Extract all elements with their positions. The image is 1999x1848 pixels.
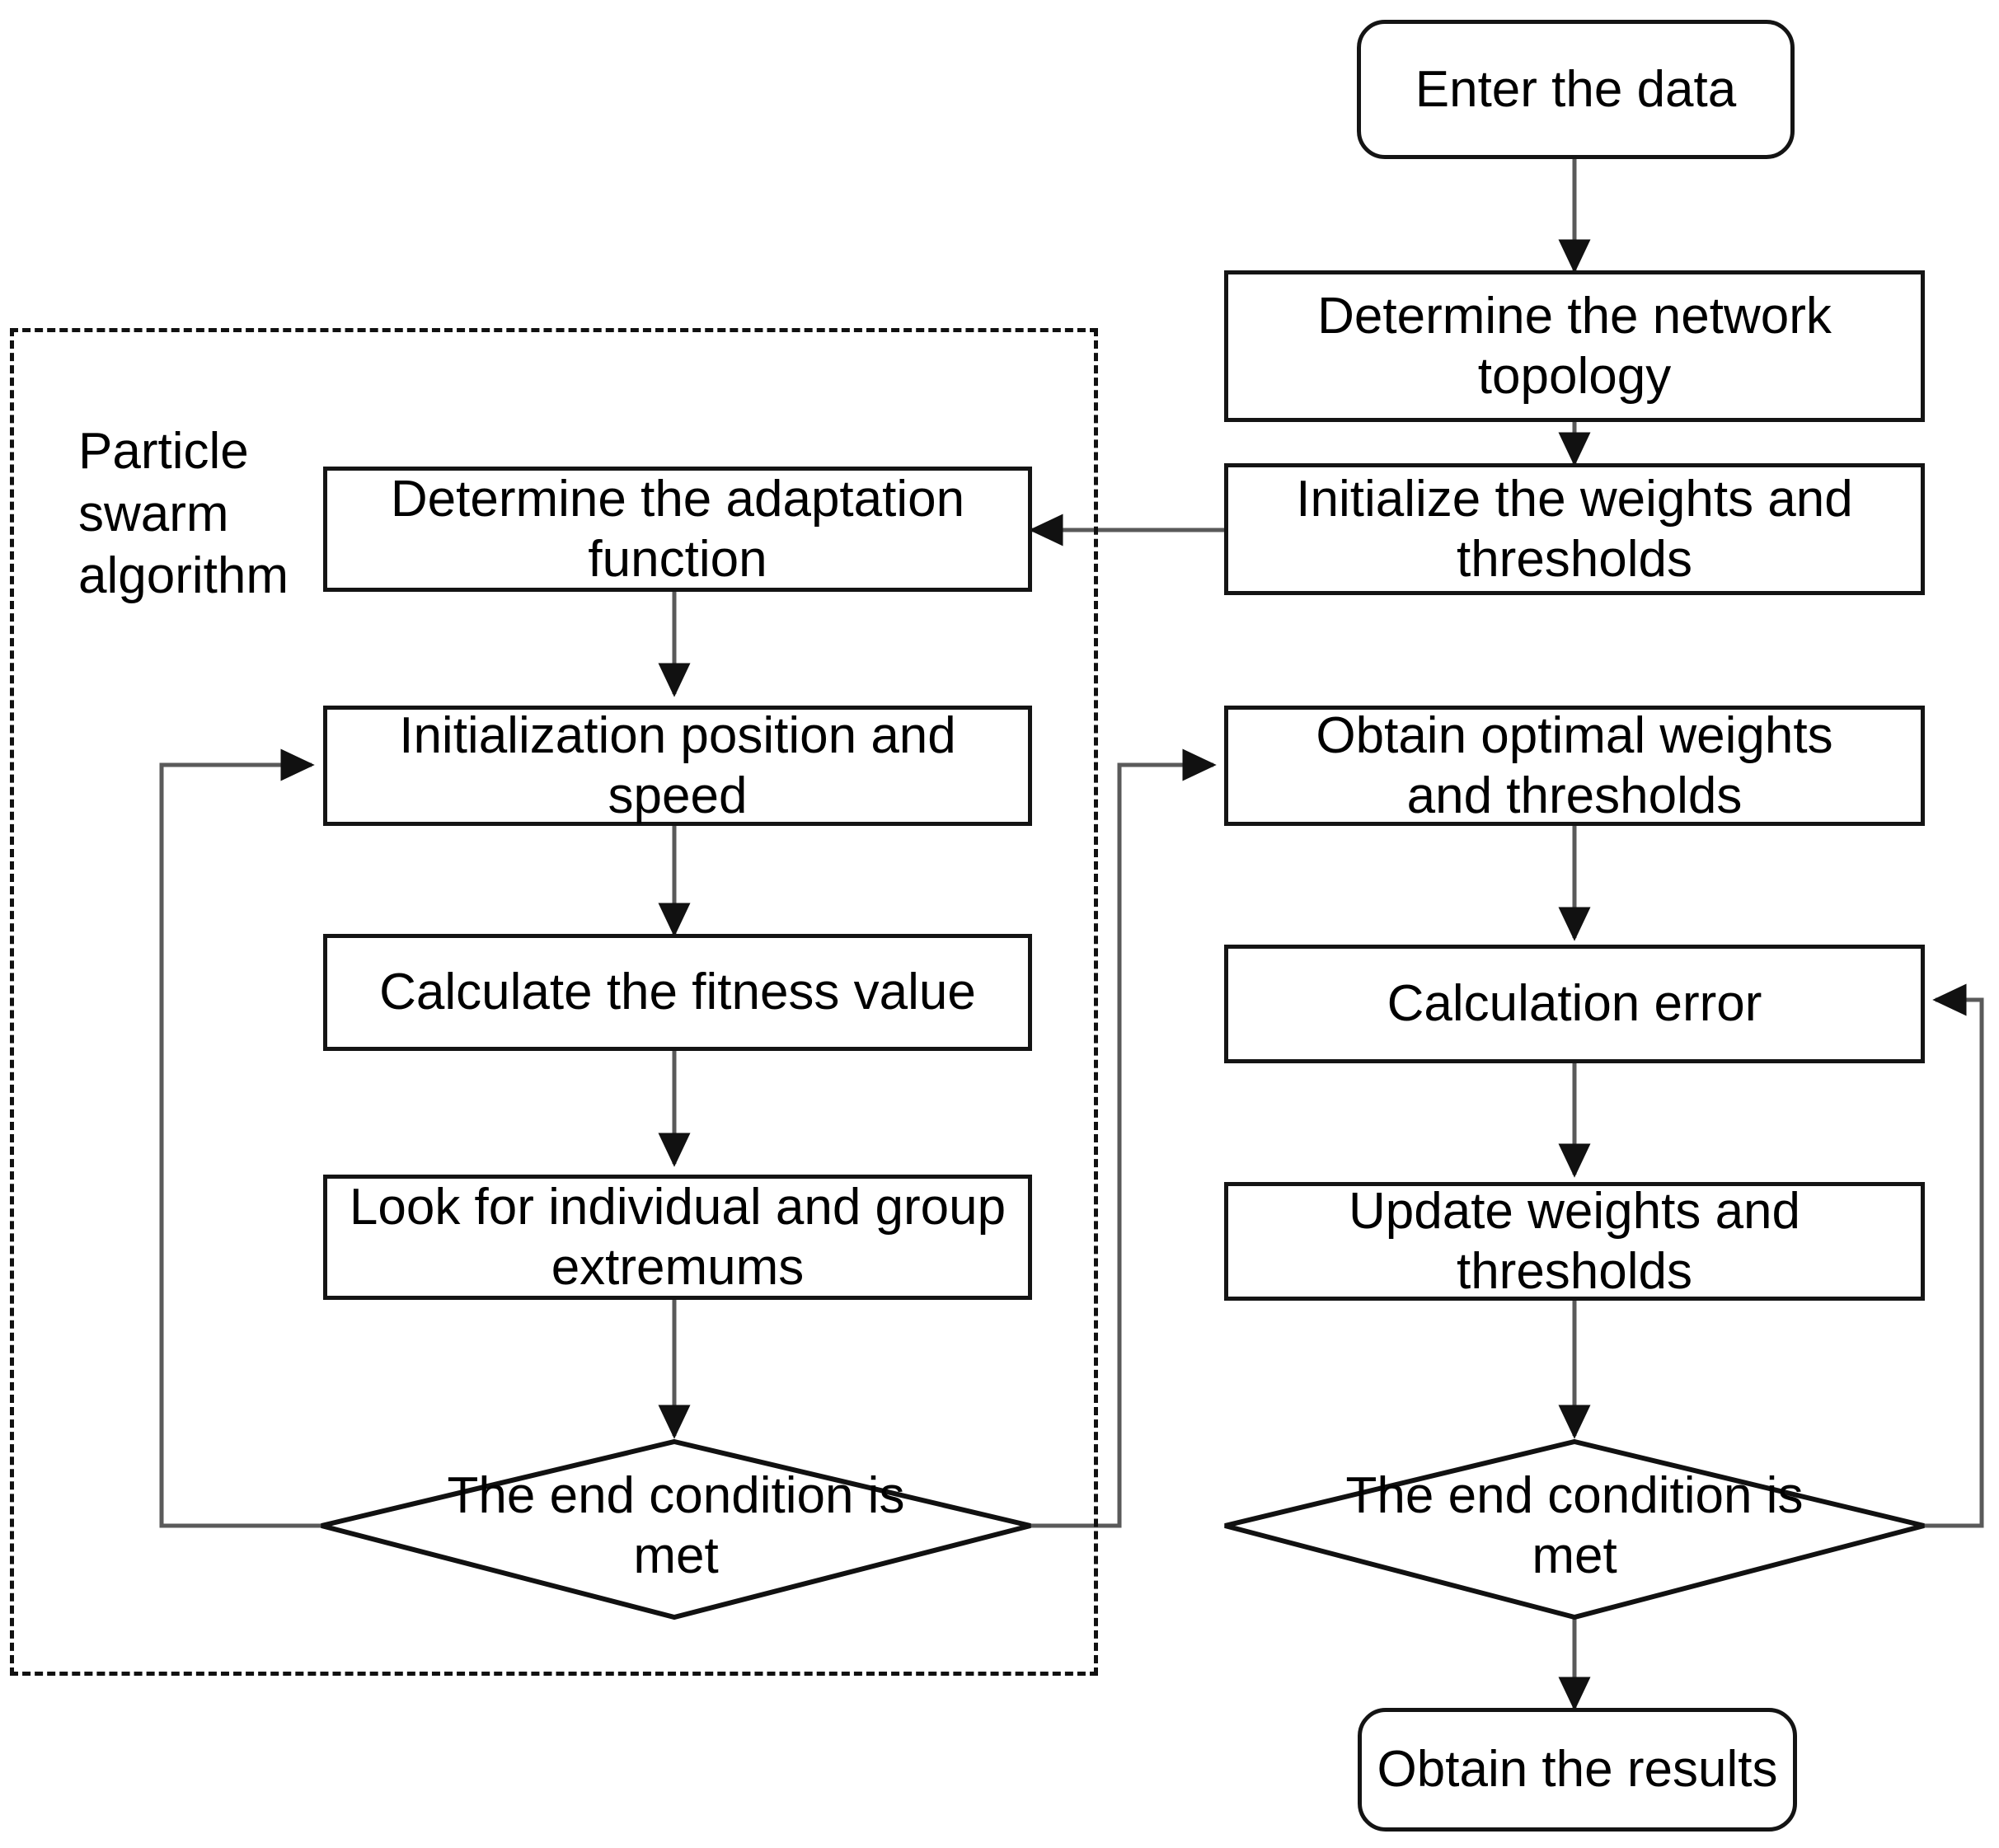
node-label-calculation-error: Calculation error	[1387, 975, 1762, 1033]
node-initialization-position-and-speed[interactable]: Initialization position and speed	[323, 706, 1032, 826]
edge-decision-to-obtain-optimal	[1030, 748, 1217, 1528]
node-label-determine-the-network-topology: Determine the network topology	[1317, 287, 1832, 405]
node-label-initialize-the-weights-and-thresholds: Initialize the weights and thresholds	[1296, 470, 1853, 588]
node-label-pso-end-condition-is-met: The end condition is met	[447, 1466, 905, 1584]
node-label-look-for-individual-and-group-extremums: Look for individual and group extremums	[349, 1178, 1007, 1296]
node-label-bp-end-condition-is-met: The end condition is met	[1345, 1466, 1804, 1584]
node-obtain-optimal-weights-and-thresholds[interactable]: Obtain optimal weights and thresholds	[1224, 706, 1925, 826]
node-label-calculate-the-fitness-value: Calculate the fitness value	[379, 964, 976, 1021]
node-enter-the-data[interactable]: Enter the data	[1357, 20, 1795, 159]
node-initialize-the-weights-and-thresholds[interactable]: Initialize the weights and thresholds	[1224, 463, 1925, 595]
node-calculate-the-fitness-value[interactable]: Calculate the fitness value	[323, 934, 1032, 1051]
node-bp-end-condition-is-met[interactable]: The end condition is met	[1286, 1456, 1863, 1596]
node-look-for-individual-and-group-extremums[interactable]: Look for individual and group extremums	[323, 1175, 1032, 1300]
node-update-weights-and-thresholds[interactable]: Update weights and thresholds	[1224, 1182, 1925, 1301]
node-label-obtain-optimal-weights-and-thresholds: Obtain optimal weights and thresholds	[1316, 706, 1833, 824]
node-label-enter-the-data: Enter the data	[1415, 60, 1737, 118]
node-pso-end-condition-is-met[interactable]: The end condition is met	[387, 1456, 964, 1596]
node-label-obtain-the-results: Obtain the results	[1377, 1741, 1778, 1799]
node-determine-the-adaptation-function[interactable]: Determine the adaptation function	[323, 467, 1032, 592]
particle-swarm-group-box	[10, 328, 1098, 1676]
bp-decision-diamond	[1224, 1438, 1925, 1621]
node-label-initialization-position-and-speed: Initialization position and speed	[399, 706, 956, 824]
node-label-determine-the-adaptation-function: Determine the adaptation function	[390, 470, 965, 588]
particle-swarm-group-label: Particle swarm algorithm	[78, 423, 289, 605]
node-label-update-weights-and-thresholds: Update weights and thresholds	[1348, 1182, 1801, 1300]
node-calculation-error[interactable]: Calculation error	[1224, 945, 1925, 1063]
pso-decision-diamond	[321, 1438, 1031, 1621]
node-determine-the-network-topology[interactable]: Determine the network topology	[1224, 270, 1925, 422]
edge-decision-loopback-left	[159, 748, 321, 1528]
edge-decision-loopback-right	[1924, 983, 1984, 1528]
node-obtain-the-results[interactable]: Obtain the results	[1358, 1708, 1797, 1832]
